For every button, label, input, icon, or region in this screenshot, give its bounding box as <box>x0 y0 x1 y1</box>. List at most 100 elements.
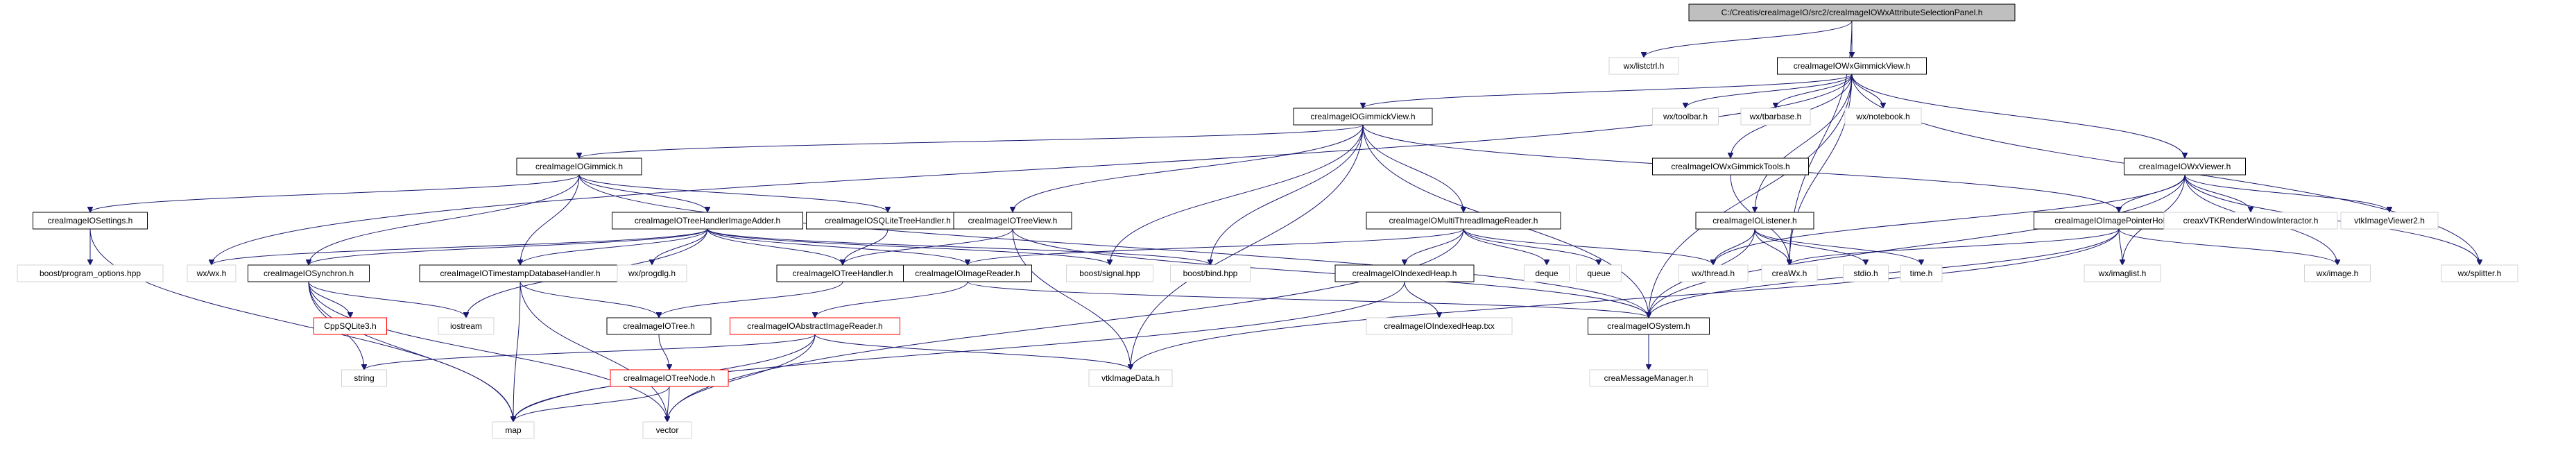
edge-imagePointerHolder-to-wximage <box>2118 228 2337 266</box>
node-listctrl: wx/listctrl.h <box>1608 57 1679 75</box>
node-timestampDB[interactable]: creaImageIOTimestampDatabaseHandler.h <box>419 264 621 282</box>
node-box <box>1740 108 1811 126</box>
node-stdio: stdio.h <box>1843 264 1889 282</box>
node-box <box>1608 57 1679 75</box>
node-box <box>1678 264 1749 282</box>
node-listener[interactable]: creaImageIOListener.h <box>1695 212 1814 230</box>
node-splitter: wx/splitter.h <box>2441 264 2518 282</box>
edge-listener-to-wxthread <box>1713 228 1755 266</box>
node-multiThreadReader[interactable]: creaImageIOMultiThreadImageReader.h <box>1366 212 1561 230</box>
node-wxGimmickTools[interactable]: creaImageIOWxGimmickTools.h <box>1652 157 1809 176</box>
edge-wxViewer-to-system <box>1649 174 2186 318</box>
node-wxGimmickView[interactable]: creaImageIOWxGimmickView.h <box>1777 57 1927 75</box>
node-label: boost/bind.hpp <box>1183 269 1238 278</box>
node-label: creaImageIOWxGimmickView.h <box>1794 61 1911 71</box>
edge-tree-to-treeNode <box>658 334 669 370</box>
node-label: creaImageIOWxViewer.h <box>2139 162 2231 171</box>
node-box <box>1688 3 2016 22</box>
node-gimmickView[interactable]: creaImageIOGimmickView.h <box>1293 108 1433 126</box>
edge-gimmickView-to-vtkImageData <box>1131 124 1364 370</box>
node-vtkImageViewer2: vtkImageViewer2.h <box>2340 212 2439 230</box>
node-label: wx/tbarbase.h <box>1749 112 1802 121</box>
node-label: creaImageIOTreeNode.h <box>624 373 715 383</box>
node-box <box>438 317 495 335</box>
edge-gimmick-to-settings <box>90 174 580 213</box>
node-indexedHeap[interactable]: creaImageIOIndexedHeap.h <box>1334 264 1475 282</box>
node-box <box>606 317 712 335</box>
node-label: boost/program_options.hpp <box>40 269 141 278</box>
node-imaglist: wx/imaglist.h <box>2084 264 2161 282</box>
node-toolbar: wx/toolbar.h <box>1652 108 1719 126</box>
edge-treeHandlerImageAdder-to-wxwx <box>212 228 708 266</box>
edge-multiThreadReader-to-wxthread <box>1463 228 1713 266</box>
node-label: string <box>354 373 374 383</box>
node-label: creaImageIOSQLiteTreeHandler.h <box>825 216 951 225</box>
node-box <box>1334 264 1475 282</box>
node-boostBind: boost/bind.hpp <box>1170 264 1251 282</box>
node-label: iostream <box>450 321 482 331</box>
edge-abstractReader-to-vector <box>667 334 816 422</box>
node-label: vtkImageData.h <box>1101 373 1160 383</box>
node-box <box>642 421 692 439</box>
node-box <box>617 264 687 282</box>
node-gimmick[interactable]: creaImageIOGimmick.h <box>516 157 642 176</box>
node-box <box>1576 264 1622 282</box>
node-settings[interactable]: creaImageIOSettings.h <box>33 212 148 230</box>
node-label: creaImageIOMultiThreadImageReader.h <box>1389 216 1538 225</box>
node-box <box>1066 264 1153 282</box>
node-programOptions: boost/program_options.hpp <box>17 264 164 282</box>
node-wxViewer[interactable]: creaImageIOWxViewer.h <box>2124 157 2246 176</box>
node-label: wx/splitter.h <box>2457 269 2502 278</box>
node-synchron[interactable]: creaImageIOSynchron.h <box>248 264 370 282</box>
node-treeView[interactable]: creaImageIOTreeView.h <box>953 212 1072 230</box>
edge-treeHandlerImageAdder-to-progdlg <box>652 228 708 266</box>
node-box <box>17 264 164 282</box>
node-messageManager: creaMessageManager.h <box>1589 369 1708 387</box>
node-label: CppSQLite3.h <box>324 321 376 331</box>
edge-gimmickView-to-boostSignal <box>1110 124 1364 265</box>
node-box <box>1777 57 1927 75</box>
node-label: vector <box>656 425 679 435</box>
node-box <box>1588 317 1710 335</box>
edge-treeHandlerImageAdder-to-imageReader <box>707 228 968 266</box>
node-box <box>1652 108 1719 126</box>
edge-root-to-listctrl <box>1644 20 1853 58</box>
node-vtkImageData: vtkImageData.h <box>1088 369 1173 387</box>
edge-listener-to-timeh <box>1754 228 1921 266</box>
node-timeh: time.h <box>1900 264 1943 282</box>
node-label: creaImageIOTimestampDatabaseHandler.h <box>440 269 601 278</box>
node-box <box>341 369 387 387</box>
node-label: creaImageIOImageReader.h <box>915 269 1020 278</box>
node-box <box>419 264 621 282</box>
node-box <box>1170 264 1251 282</box>
node-oppsqlite[interactable]: CppSQLite3.h <box>314 317 387 335</box>
node-label: boost/signal.hpp <box>1079 269 1140 278</box>
node-label: creaWx.h <box>1772 269 1808 278</box>
edge-multiThreadReader-to-imageReader <box>968 228 1464 266</box>
node-system[interactable]: creaImageIOSystem.h <box>1588 317 1710 335</box>
node-sqliteTreeHandler[interactable]: creaImageIOSQLiteTreeHandler.h <box>806 212 970 230</box>
node-imageReader[interactable]: creaImageIOImageReader.h <box>903 264 1032 282</box>
node-box <box>806 212 970 230</box>
node-deque: deque <box>1524 264 1570 282</box>
node-label: vtkImageViewer2.h <box>2354 216 2425 225</box>
node-treeHandler[interactable]: creaImageIOTreeHandler.h <box>776 264 909 282</box>
node-treeNode[interactable]: creaImageIOTreeNode.h <box>610 369 729 387</box>
node-abstractReader[interactable]: creaImageIOAbstractImageReader.h <box>730 317 900 335</box>
node-label: wx/progdlg.h <box>628 269 676 278</box>
node-box <box>1088 369 1173 387</box>
node-root[interactable]: C:/Creatis/creaImageIO/src2/creaImageIOW… <box>1688 3 2016 22</box>
node-treeHandlerImageAdder[interactable]: creaImageIOTreeHandlerImageAdder.h <box>612 212 803 230</box>
node-label: creaxVTKRenderWindowInteractor.h <box>2183 216 2319 225</box>
node-layer: C:/Creatis/creaImageIO/src2/creaImageIOW… <box>17 3 2518 439</box>
node-wxthread: wx/thread.h <box>1678 264 1749 282</box>
node-box <box>1761 264 1818 282</box>
node-label: C:/Creatis/creaImageIO/src2/creaImageIOW… <box>1721 8 1983 17</box>
node-label: wx/image.h <box>2316 269 2359 278</box>
node-tree[interactable]: creaImageIOTree.h <box>606 317 712 335</box>
edge-treeHandlerImageAdder-to-boostSignal <box>707 228 1110 266</box>
node-label: deque <box>1535 269 1559 278</box>
node-box <box>1366 317 1513 335</box>
edge-wxGimmickView-to-tbarbase <box>1776 74 1853 109</box>
